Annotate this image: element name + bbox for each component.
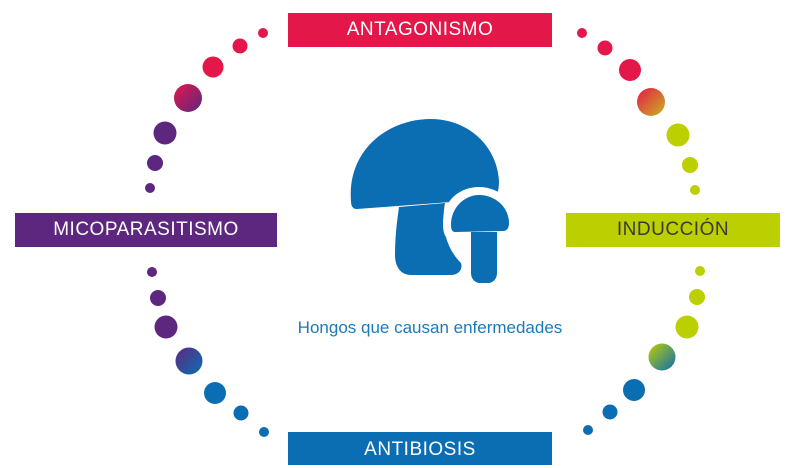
dot — [623, 379, 645, 401]
label-induccion: INDUCCIÓN — [566, 213, 780, 247]
dot — [583, 425, 593, 435]
dot — [690, 185, 700, 195]
label-micoparasitismo: MICOPARASITISMO — [15, 213, 277, 247]
dot — [258, 28, 268, 38]
dot — [153, 121, 177, 145]
label-antibiosis: ANTIBIOSIS — [288, 432, 552, 465]
dot — [233, 405, 249, 421]
label-antagonismo: ANTAGONISMO — [288, 13, 552, 47]
dot — [637, 88, 665, 116]
dot — [174, 84, 202, 112]
center-caption: Hongos que causan enfermedades — [297, 318, 563, 337]
dot — [597, 40, 613, 56]
dot — [259, 427, 269, 437]
dot — [232, 38, 248, 54]
dot — [689, 289, 705, 305]
dot — [145, 183, 155, 193]
dot — [147, 267, 157, 277]
dot — [577, 28, 587, 38]
dot — [619, 59, 641, 81]
dot — [202, 56, 224, 78]
dot — [150, 290, 166, 306]
dot — [695, 266, 705, 276]
dot — [666, 123, 690, 147]
dot — [602, 404, 618, 420]
dot — [175, 347, 203, 375]
dot — [648, 343, 676, 371]
dot — [204, 382, 226, 404]
dot — [682, 157, 698, 173]
dot — [154, 315, 178, 339]
mushroom-icon — [350, 119, 518, 291]
dot — [675, 315, 699, 339]
dot — [147, 155, 163, 171]
